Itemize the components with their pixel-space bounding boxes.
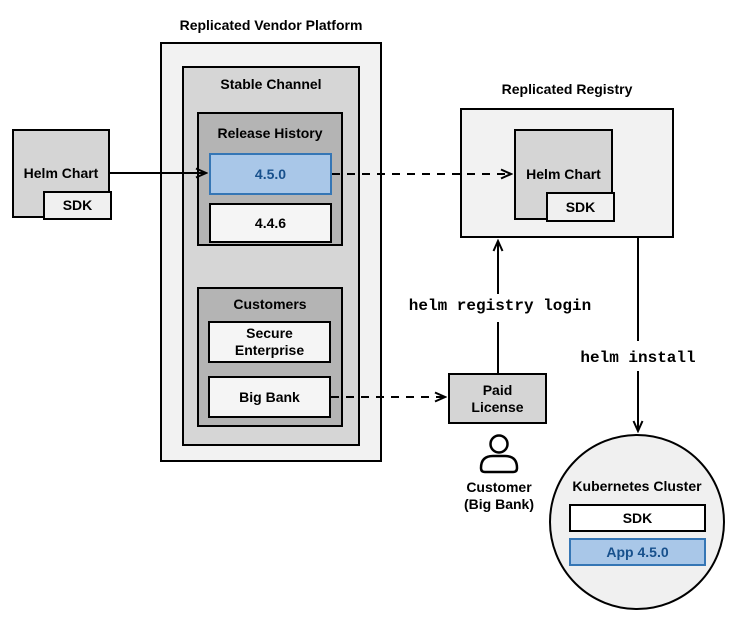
customer-secure-enterprise-label: Secure Enterprise [234,325,305,358]
release-4-4-6-box: 4.4.6 [209,203,332,243]
cluster-sdk-label: SDK [622,509,653,526]
person-icon [479,434,519,474]
release-4-5-0-label: 4.5.0 [254,165,287,182]
cluster-app-box: App 4.5.0 [569,538,706,566]
release-history-title: Release History [217,125,323,141]
stable-channel-title: Stable Channel [220,76,322,92]
customer-caption: Customer (Big Bank) [464,479,534,512]
customer-big-bank-label: Big Bank [239,388,300,405]
helm-registry-login-command: helm registry login [408,297,592,315]
registry-sdk-box: SDK [546,192,615,222]
source-helm-chart-box: Helm Chart SDK [12,129,112,220]
registry-helm-chart-label: Helm Chart [526,166,601,182]
helm-install-command: helm install [580,349,696,367]
release-4-4-6-label: 4.4.6 [254,214,287,231]
source-sdk-box: SDK [43,191,112,220]
source-sdk-label: SDK [62,197,93,213]
vendor-platform-title: Replicated Vendor Platform [179,17,363,33]
source-helm-chart-label: Helm Chart [23,165,99,181]
release-4-5-0-box: 4.5.0 [209,153,332,195]
customer-secure-enterprise-box: Secure Enterprise [208,321,331,363]
cluster-sdk-box: SDK [569,504,706,532]
registry-title: Replicated Registry [501,81,633,97]
customers-title: Customers [233,296,307,312]
kubernetes-cluster-title: Kubernetes Cluster [572,478,702,494]
cluster-app-label: App 4.5.0 [606,543,669,560]
registry-sdk-label: SDK [565,198,596,215]
paid-license-label: Paid License [471,381,524,415]
customer-big-bank-box: Big Bank [208,376,331,418]
paid-license-box: Paid License [448,373,547,424]
registry-helm-chart-box: Helm Chart SDK [514,129,615,222]
